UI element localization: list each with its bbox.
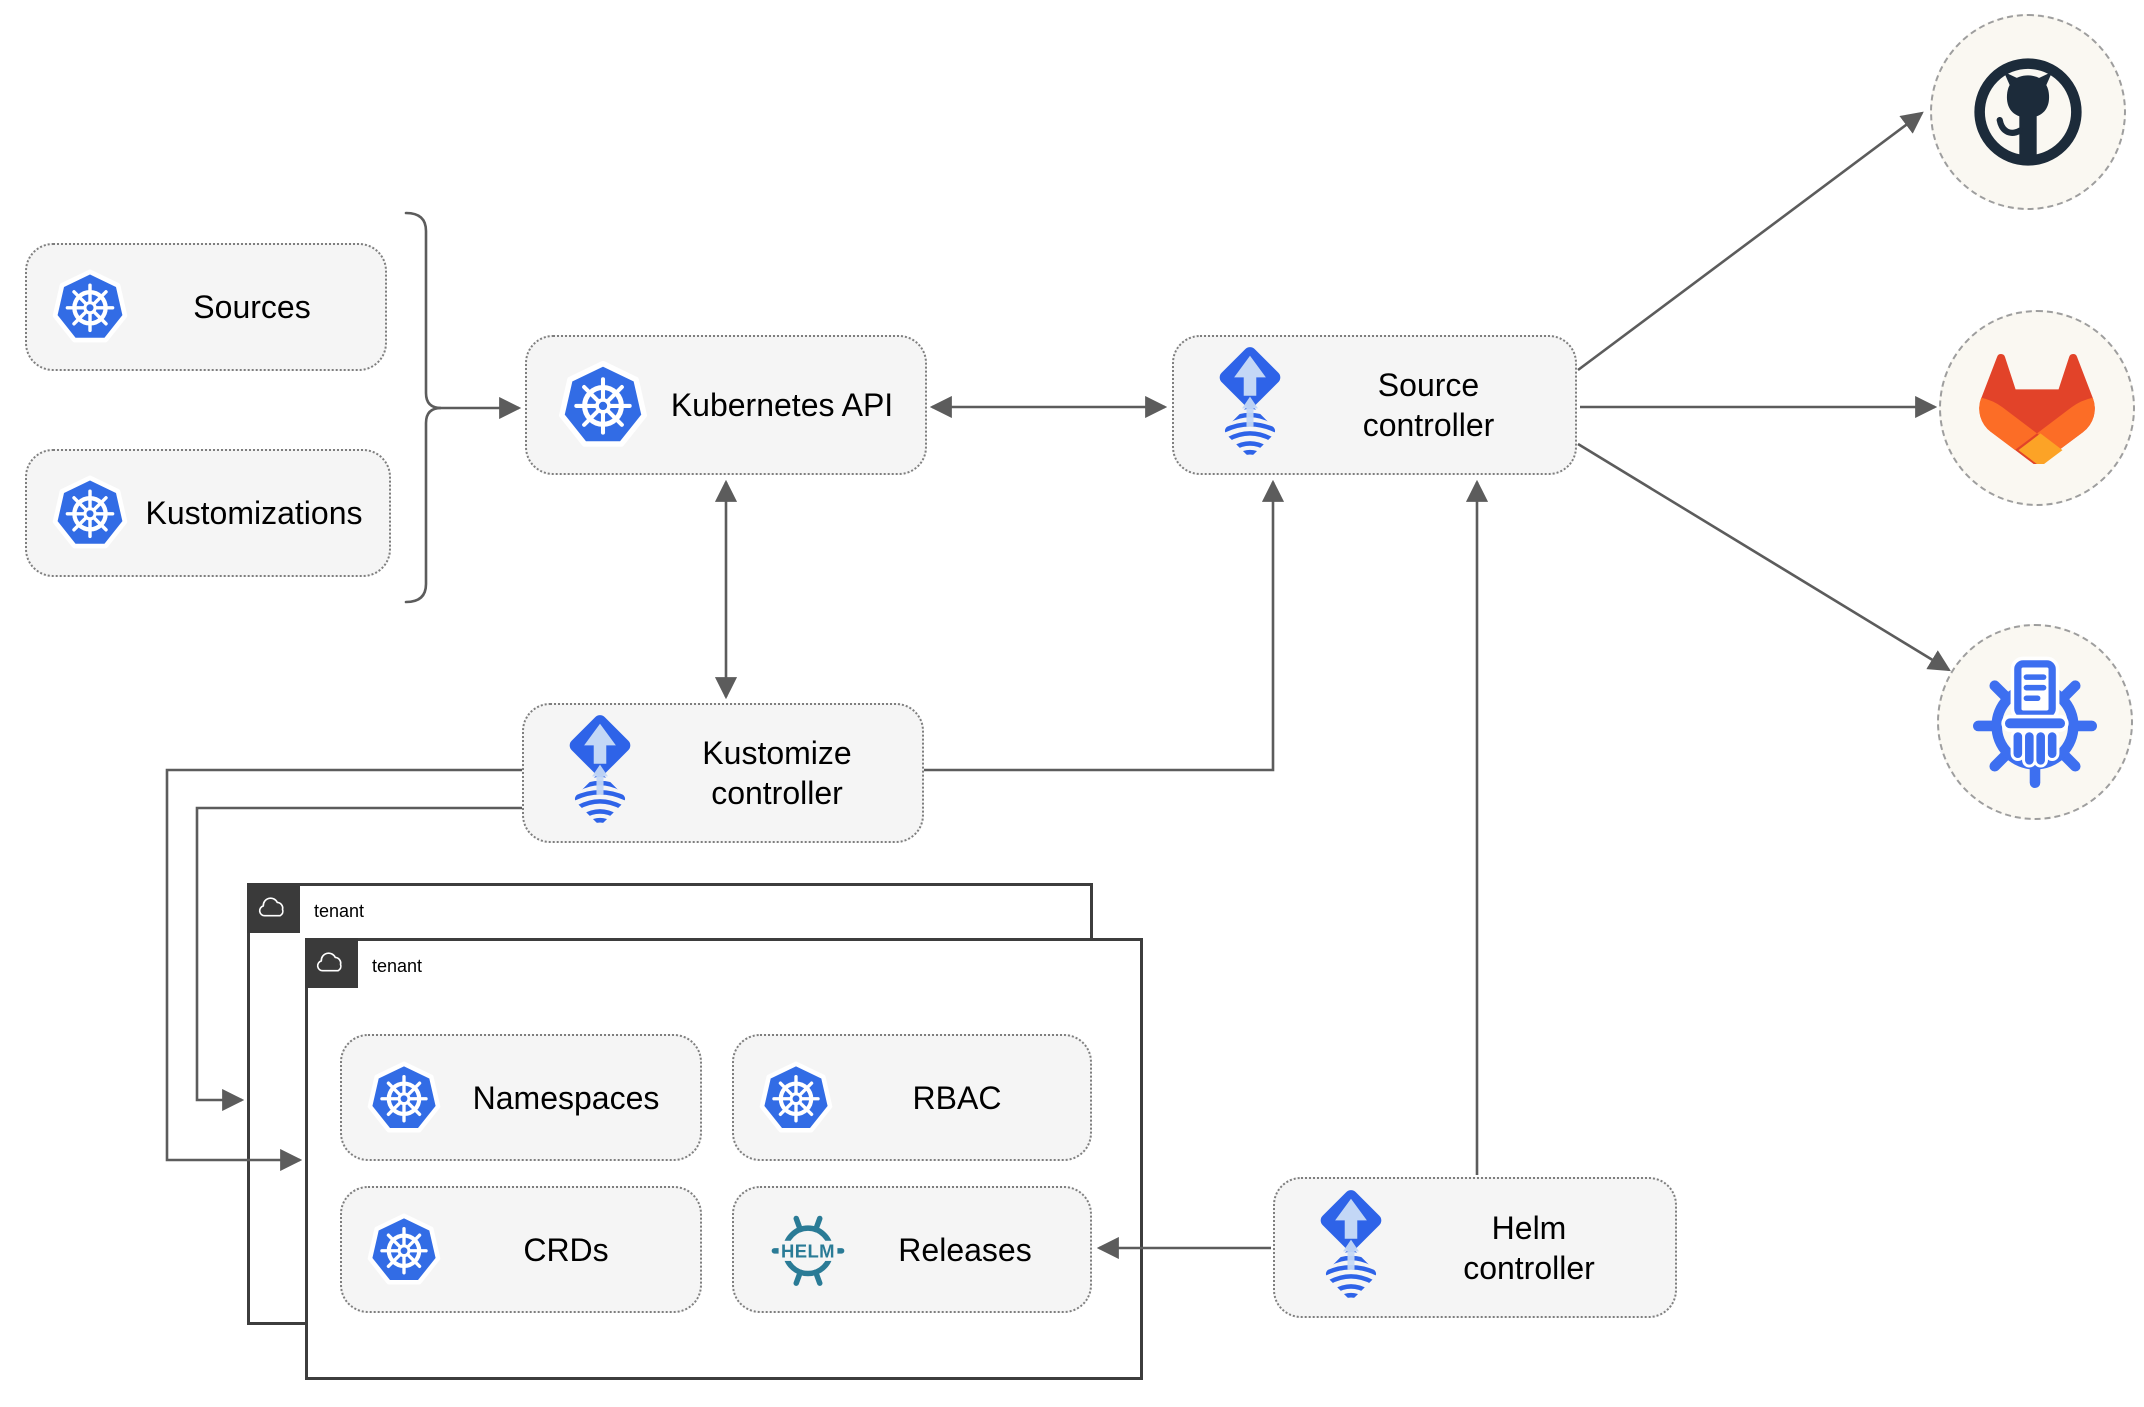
node-label: Helm controller — [1463, 1209, 1595, 1286]
cloud-icon — [314, 951, 349, 976]
remote-github — [1930, 14, 2126, 210]
helm-icon: HELM — [766, 1208, 850, 1292]
github-icon — [1966, 50, 2090, 174]
arrow-source-to-github — [1577, 111, 1924, 372]
node-source-controller: Source controller — [1172, 335, 1577, 475]
node-kustomize-controller: Kustomize controller — [522, 703, 924, 843]
node-kustomizations: Kustomizations — [25, 449, 391, 577]
tenant-tab — [247, 883, 300, 933]
remote-chart-repository — [1937, 624, 2133, 820]
node-sources: Sources — [25, 243, 387, 371]
node-label: Kustomize controller — [702, 735, 852, 811]
node-label: Kubernetes API — [670, 387, 894, 423]
cloud-icon — [256, 896, 291, 921]
tenant-label: tenant — [372, 956, 423, 976]
kubernetes-icon — [366, 1212, 442, 1288]
node-label: Sources — [193, 289, 311, 325]
node-releases: HELM Releases — [732, 1186, 1092, 1313]
kubernetes-icon — [51, 474, 129, 552]
flux-icon — [1208, 344, 1292, 466]
node-label: RBAC — [912, 1079, 1002, 1116]
flux-icon — [1309, 1187, 1393, 1309]
flux-icon — [558, 712, 642, 834]
node-rbac: RBAC — [732, 1034, 1092, 1161]
node-label: Namespaces — [472, 1079, 660, 1116]
remote-gitlab — [1939, 310, 2135, 506]
tenant-tab — [305, 938, 358, 988]
kubernetes-icon — [758, 1060, 834, 1136]
node-kubernetes-api: Kubernetes API — [525, 335, 927, 475]
kubernetes-icon — [366, 1060, 442, 1136]
helm-icon-text: HELM — [781, 1240, 835, 1261]
node-label: Releases — [898, 1231, 1032, 1268]
arrow-kustomize-to-source — [924, 479, 1285, 772]
gitlab-icon — [1979, 352, 2095, 464]
arrow-source-to-chart-repository — [1577, 442, 1951, 672]
node-label: Kustomizations — [145, 495, 363, 531]
node-label: CRDs — [523, 1231, 609, 1268]
bracket-connector — [404, 211, 442, 604]
kubernetes-icon — [51, 268, 129, 346]
chart-repository-icon — [1969, 656, 2101, 788]
node-crds: CRDs — [340, 1186, 702, 1313]
kubernetes-icon — [557, 359, 649, 451]
node-label: Source controller — [1362, 367, 1495, 443]
node-helm-controller: Helm controller — [1273, 1177, 1677, 1318]
tenant-label: tenant — [314, 901, 365, 921]
node-namespaces: Namespaces — [340, 1034, 702, 1161]
